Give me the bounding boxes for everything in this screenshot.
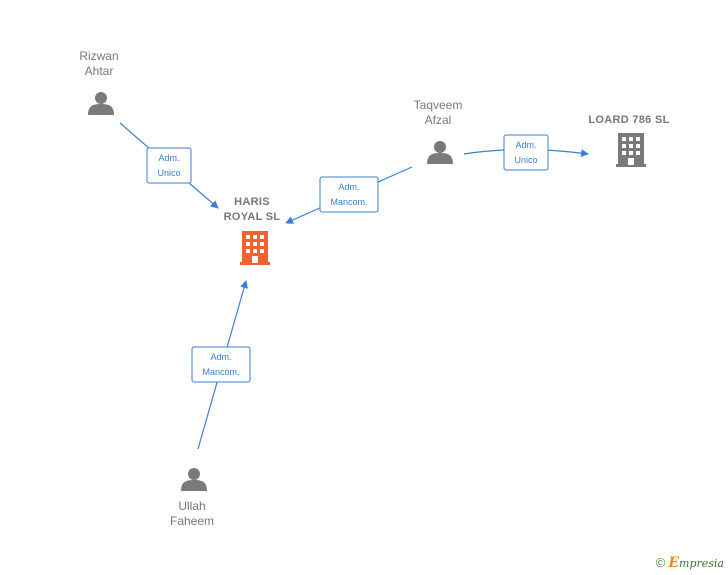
person-icon bbox=[427, 141, 453, 164]
person-name-line2: Ahtar bbox=[85, 64, 114, 78]
person-icon bbox=[88, 92, 114, 115]
person-node-taqveem[interactable]: Taqveem Afzal bbox=[414, 98, 463, 164]
company-name-line1: HARIS bbox=[234, 196, 270, 208]
edge-label-line1: Adm. bbox=[158, 153, 179, 163]
brand-initial: E bbox=[668, 555, 680, 571]
person-node-ullah[interactable]: Ullah Faheem bbox=[170, 468, 214, 528]
edge-label-line1: Adm. bbox=[515, 140, 536, 150]
person-node-rizwan[interactable]: Rizwan Ahtar bbox=[79, 49, 119, 115]
person-name-line2: Afzal bbox=[425, 113, 452, 127]
building-icon bbox=[616, 133, 646, 167]
person-name-line1: Ullah bbox=[178, 499, 205, 513]
person-name-line1: Rizwan bbox=[79, 49, 118, 63]
brand-logo: Empresia bbox=[668, 555, 724, 571]
person-name-line1: Taqveem bbox=[414, 98, 463, 112]
company-name-line2: ROYAL SL bbox=[224, 211, 281, 223]
edge-label-taqveem-loard[interactable]: Adm. Unico bbox=[503, 134, 549, 171]
edge-label-line2: Unico bbox=[514, 155, 537, 165]
person-icon bbox=[181, 468, 207, 491]
copyright-icon: © bbox=[655, 555, 666, 570]
edge-label-line2: Mancom. bbox=[202, 367, 239, 377]
footer-brand[interactable]: ©Empresia bbox=[656, 555, 724, 571]
brand-name: mpresia bbox=[679, 557, 724, 570]
company-node-haris[interactable]: HARIS ROYAL SL bbox=[224, 196, 281, 265]
company-node-loard[interactable]: LOARD 786 SL bbox=[588, 114, 669, 167]
edge-label-line2: Mancom. bbox=[330, 197, 367, 207]
edge-label-taqveem-haris[interactable]: Adm. Mancom. bbox=[319, 176, 379, 213]
company-name: LOARD 786 SL bbox=[588, 114, 669, 126]
edge-label-line1: Adm. bbox=[210, 352, 231, 362]
edge-label-line2: Unico bbox=[157, 168, 180, 178]
building-icon bbox=[240, 231, 270, 265]
edge-label-ullah-haris[interactable]: Adm. Mancom. bbox=[191, 346, 251, 383]
edge-label-rizwan-haris[interactable]: Adm. Unico bbox=[146, 147, 192, 184]
edge-label-line1: Adm. bbox=[338, 182, 359, 192]
person-name-line2: Faheem bbox=[170, 514, 214, 528]
